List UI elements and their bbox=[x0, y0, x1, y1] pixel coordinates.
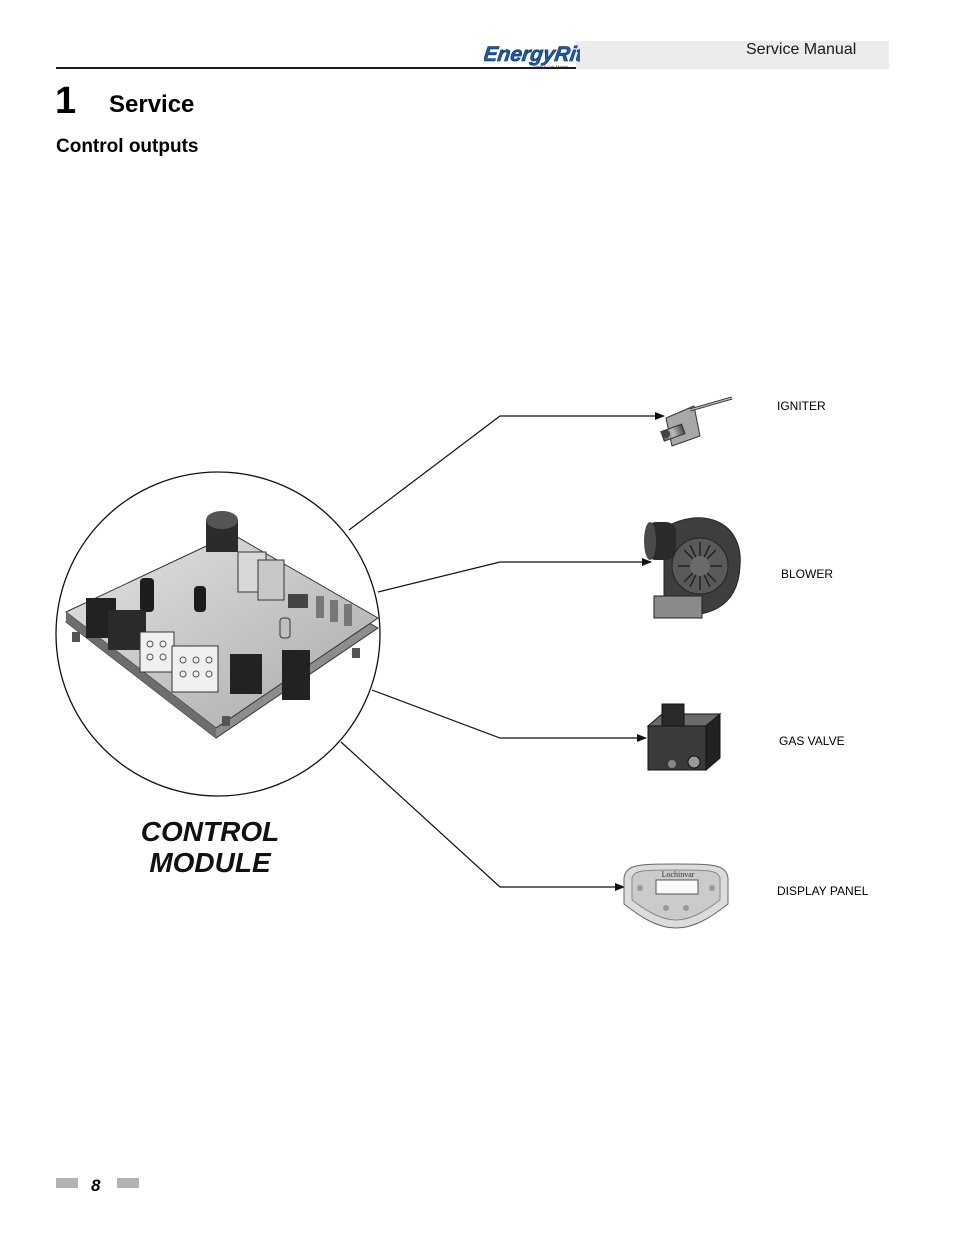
header-rule bbox=[56, 67, 576, 69]
display-panel-icon: Lochinvar bbox=[623, 863, 729, 929]
manual-title: Service Manual bbox=[746, 41, 857, 58]
igniter-icon bbox=[660, 396, 733, 447]
line-gas-valve bbox=[371, 689, 647, 742]
control-module-label-line2: MODULE bbox=[149, 847, 271, 878]
chapter-title: Service bbox=[109, 91, 195, 118]
control-board-image bbox=[65, 511, 379, 739]
section-title: Control outputs bbox=[56, 136, 199, 157]
energyrite-logo: EnergyRite Heat & Gas Master bbox=[484, 43, 580, 69]
label-igniter: IGNITER bbox=[777, 399, 826, 413]
connector-lines bbox=[340, 412, 665, 891]
svg-text:Heat & Gas Master: Heat & Gas Master bbox=[534, 64, 569, 69]
label-display-panel: DISPLAY PANEL bbox=[777, 884, 869, 898]
line-display-panel bbox=[340, 741, 625, 891]
chapter-number: 1 bbox=[55, 80, 77, 122]
label-gas-valve: GAS VALVE bbox=[779, 734, 845, 748]
control-module-label-line1: CONTROL bbox=[140, 816, 280, 847]
blower-icon bbox=[644, 517, 741, 619]
line-blower bbox=[377, 558, 652, 593]
footer-bar-right bbox=[117, 1178, 139, 1188]
footer-bar-left bbox=[56, 1178, 78, 1188]
svg-text:EnergyRite: EnergyRite bbox=[484, 43, 580, 66]
label-blower: BLOWER bbox=[781, 567, 834, 581]
line-igniter bbox=[348, 412, 665, 531]
header-band bbox=[576, 41, 889, 69]
gas-valve-icon bbox=[646, 703, 722, 772]
control-module-label: CONTROL MODULE bbox=[120, 816, 300, 878]
display-panel-brand: Lochinvar bbox=[662, 870, 695, 879]
page-number: 8 bbox=[91, 1176, 101, 1195]
